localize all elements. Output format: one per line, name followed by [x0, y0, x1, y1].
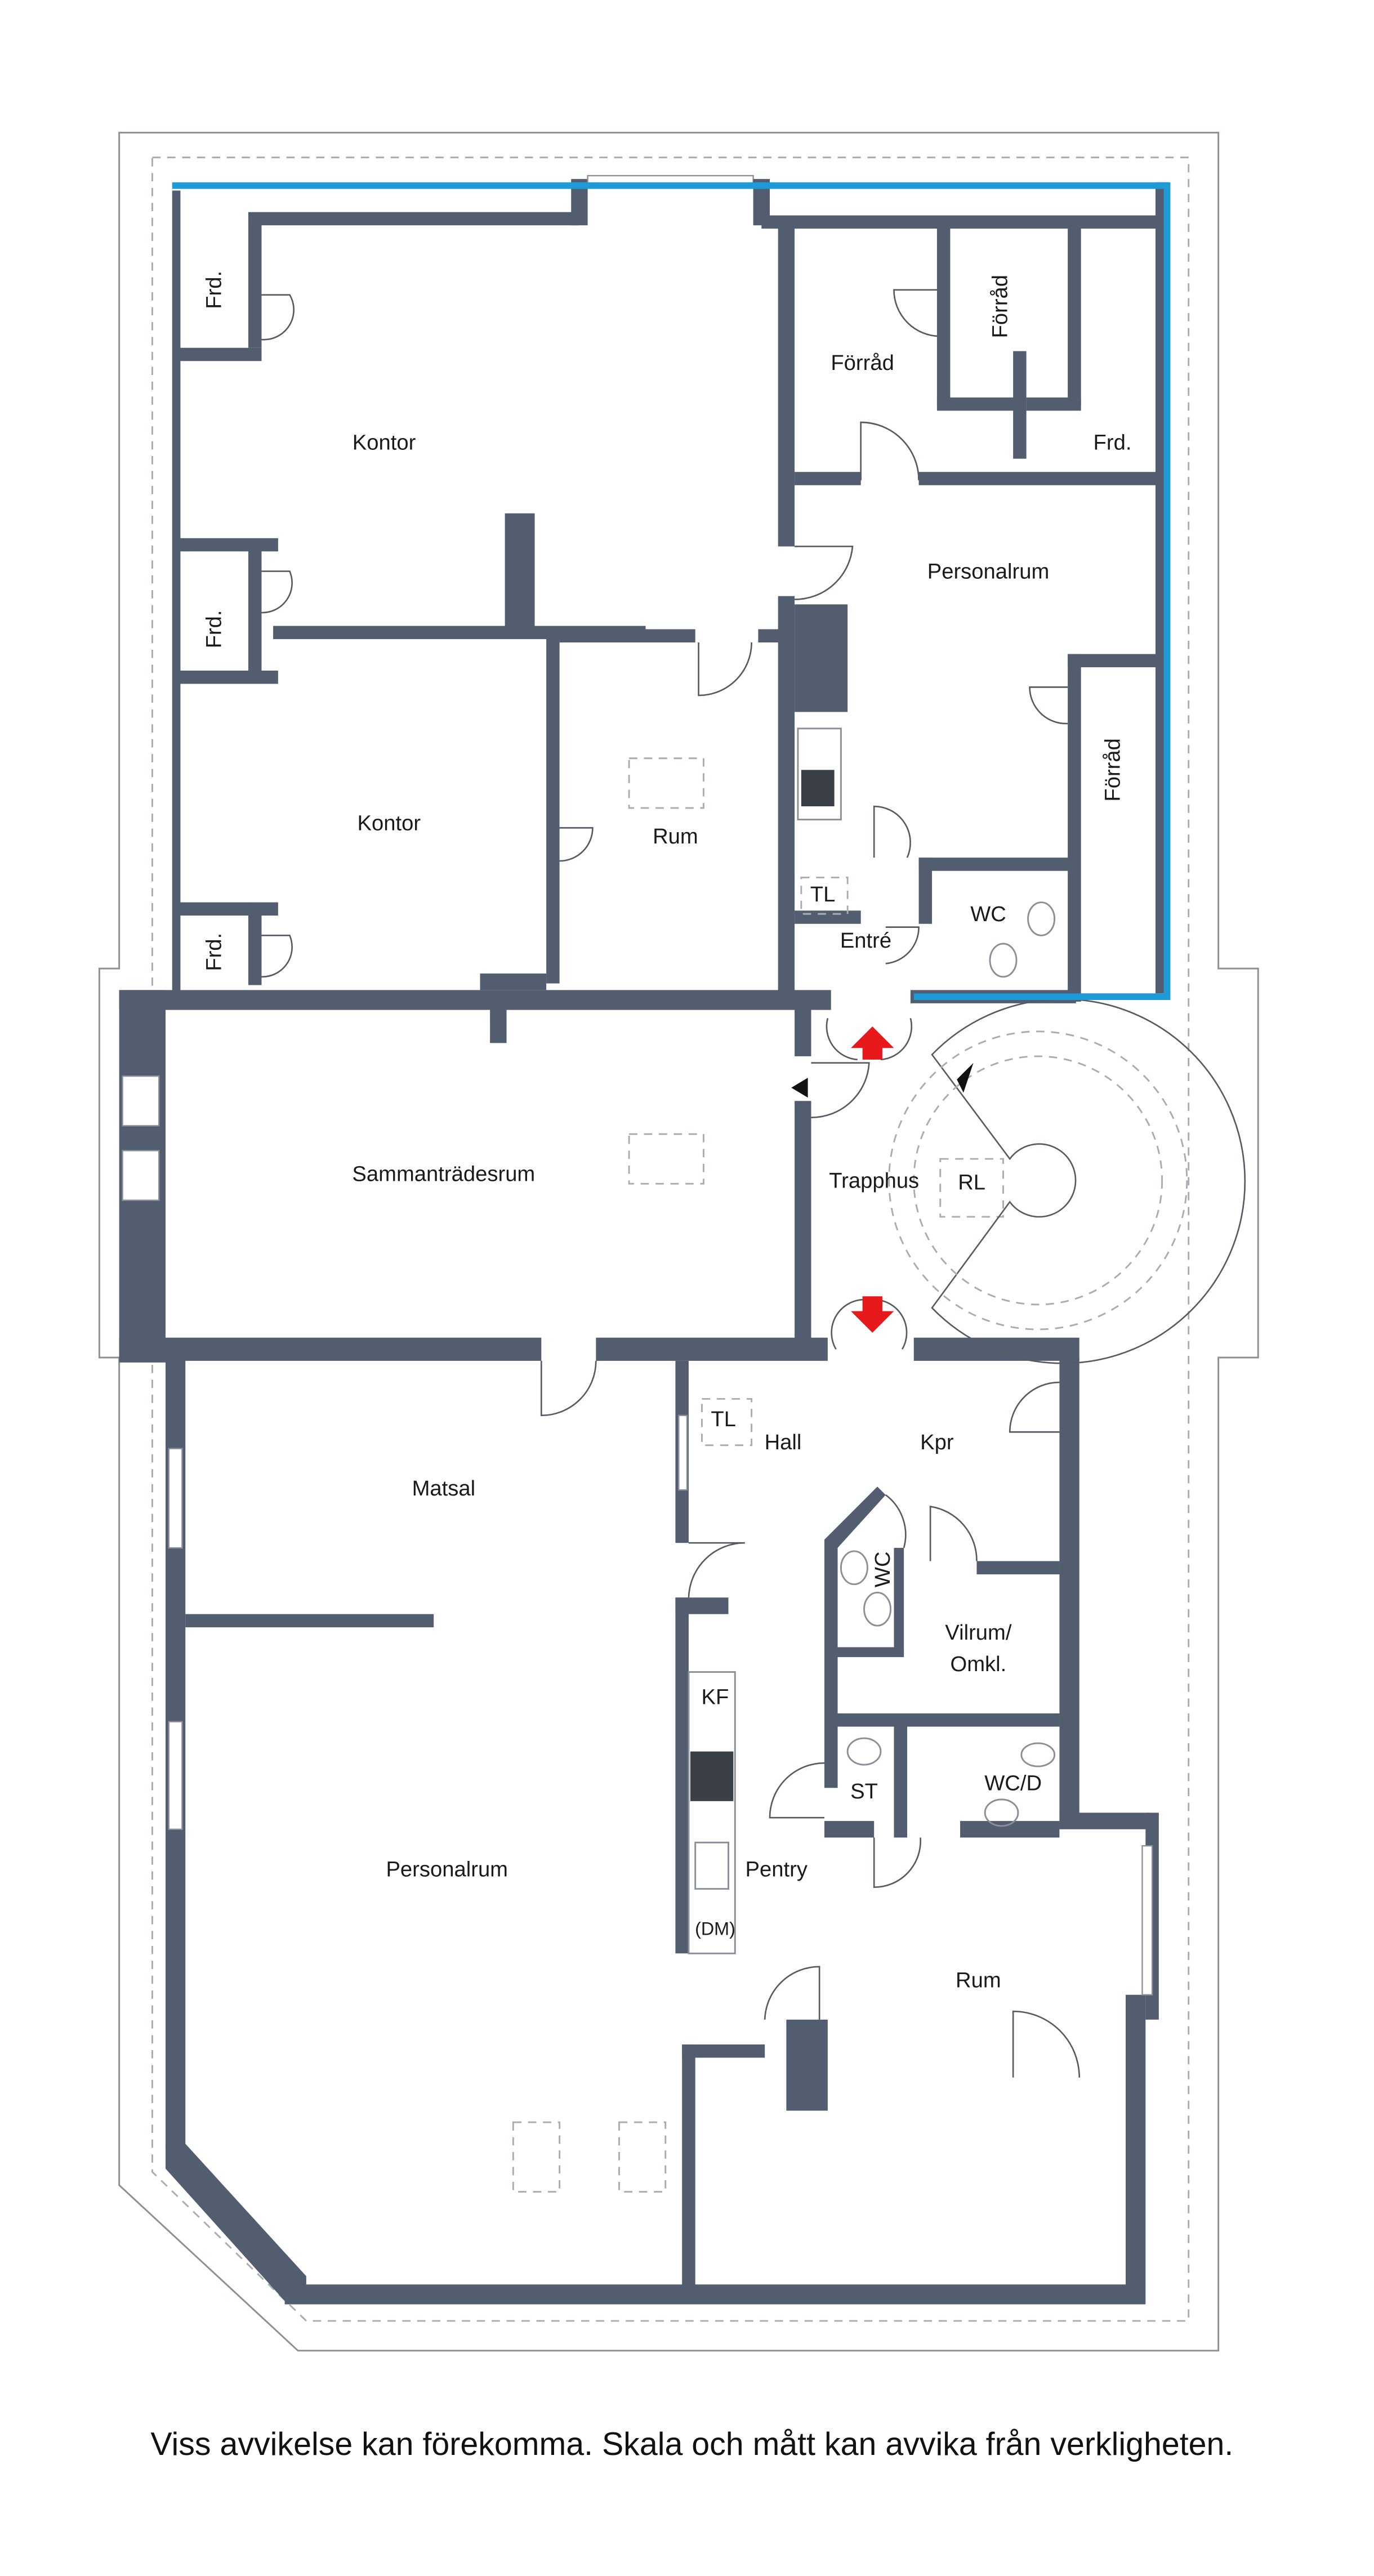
- sink-icon: [1027, 901, 1056, 936]
- room-label: Kontor: [353, 430, 416, 454]
- room-labels: Frd. Frd. Frd. Kontor Kontor Rum Förråd …: [202, 271, 1131, 1992]
- room-label: Rum: [956, 1968, 1001, 1992]
- room-label: Förråd: [1101, 738, 1125, 802]
- sink-icon: [694, 1841, 729, 1890]
- room-label: ST: [850, 1779, 878, 1803]
- room-label: Trapphus: [829, 1168, 919, 1193]
- sink-icon: [846, 1737, 882, 1766]
- sink-icon: [984, 1798, 1019, 1827]
- stove-icon: [801, 770, 835, 807]
- room-label: Kontor: [358, 811, 421, 835]
- room-label: Kpr: [920, 1430, 954, 1454]
- room-label: Hall: [765, 1430, 802, 1454]
- fixtures: [512, 727, 1056, 2193]
- disclaimer-caption: Viss avvikelse kan förekomma. Skala och …: [150, 2426, 1233, 2462]
- room-label: Pentry: [746, 1857, 808, 1881]
- room-label: (DM): [695, 1919, 735, 1939]
- walls: [119, 175, 1169, 2305]
- room-label: Omkl.: [951, 1652, 1007, 1676]
- room-label: Frd.: [202, 610, 226, 649]
- entrance-arrow-down-icon: [851, 1296, 894, 1333]
- toilet-icon: [989, 943, 1018, 978]
- room-label: Personalrum: [927, 560, 1050, 584]
- room-label: KF: [702, 1685, 729, 1709]
- room-label: Rum: [653, 824, 698, 849]
- direction-arrow-icon: [791, 1078, 808, 1098]
- room-label: WC: [871, 1551, 895, 1587]
- room-label: Förråd: [988, 275, 1012, 338]
- highlighted-area-outline: [172, 182, 1171, 1000]
- direction-arrow-icon: [957, 1062, 974, 1093]
- toilet-icon: [863, 1591, 892, 1627]
- room-label: TL: [810, 882, 836, 907]
- room-label: Frd.: [202, 933, 226, 971]
- room-label: Sammanträdesrum: [352, 1162, 535, 1186]
- room-label: Personalrum: [386, 1857, 508, 1881]
- sink-icon: [840, 1550, 868, 1586]
- room-label: WC/D: [984, 1771, 1042, 1796]
- room-label: Entré: [840, 928, 891, 953]
- spiral-staircase: [791, 998, 1246, 1364]
- room-label: Vilrum/: [945, 1620, 1012, 1645]
- toilet-icon: [1020, 1742, 1056, 1767]
- stove-icon: [690, 1751, 734, 1801]
- room-label: Frd.: [202, 271, 226, 309]
- room-label: WC: [970, 902, 1006, 926]
- room-label: Förråd: [831, 351, 894, 375]
- entrance-arrow-up-icon: [851, 1026, 894, 1060]
- room-label: Frd.: [1094, 430, 1132, 454]
- roof-outline: [98, 132, 1259, 2352]
- room-label: Matsal: [412, 1476, 476, 1501]
- room-label: TL: [711, 1407, 736, 1431]
- room-label: RL: [958, 1170, 985, 1194]
